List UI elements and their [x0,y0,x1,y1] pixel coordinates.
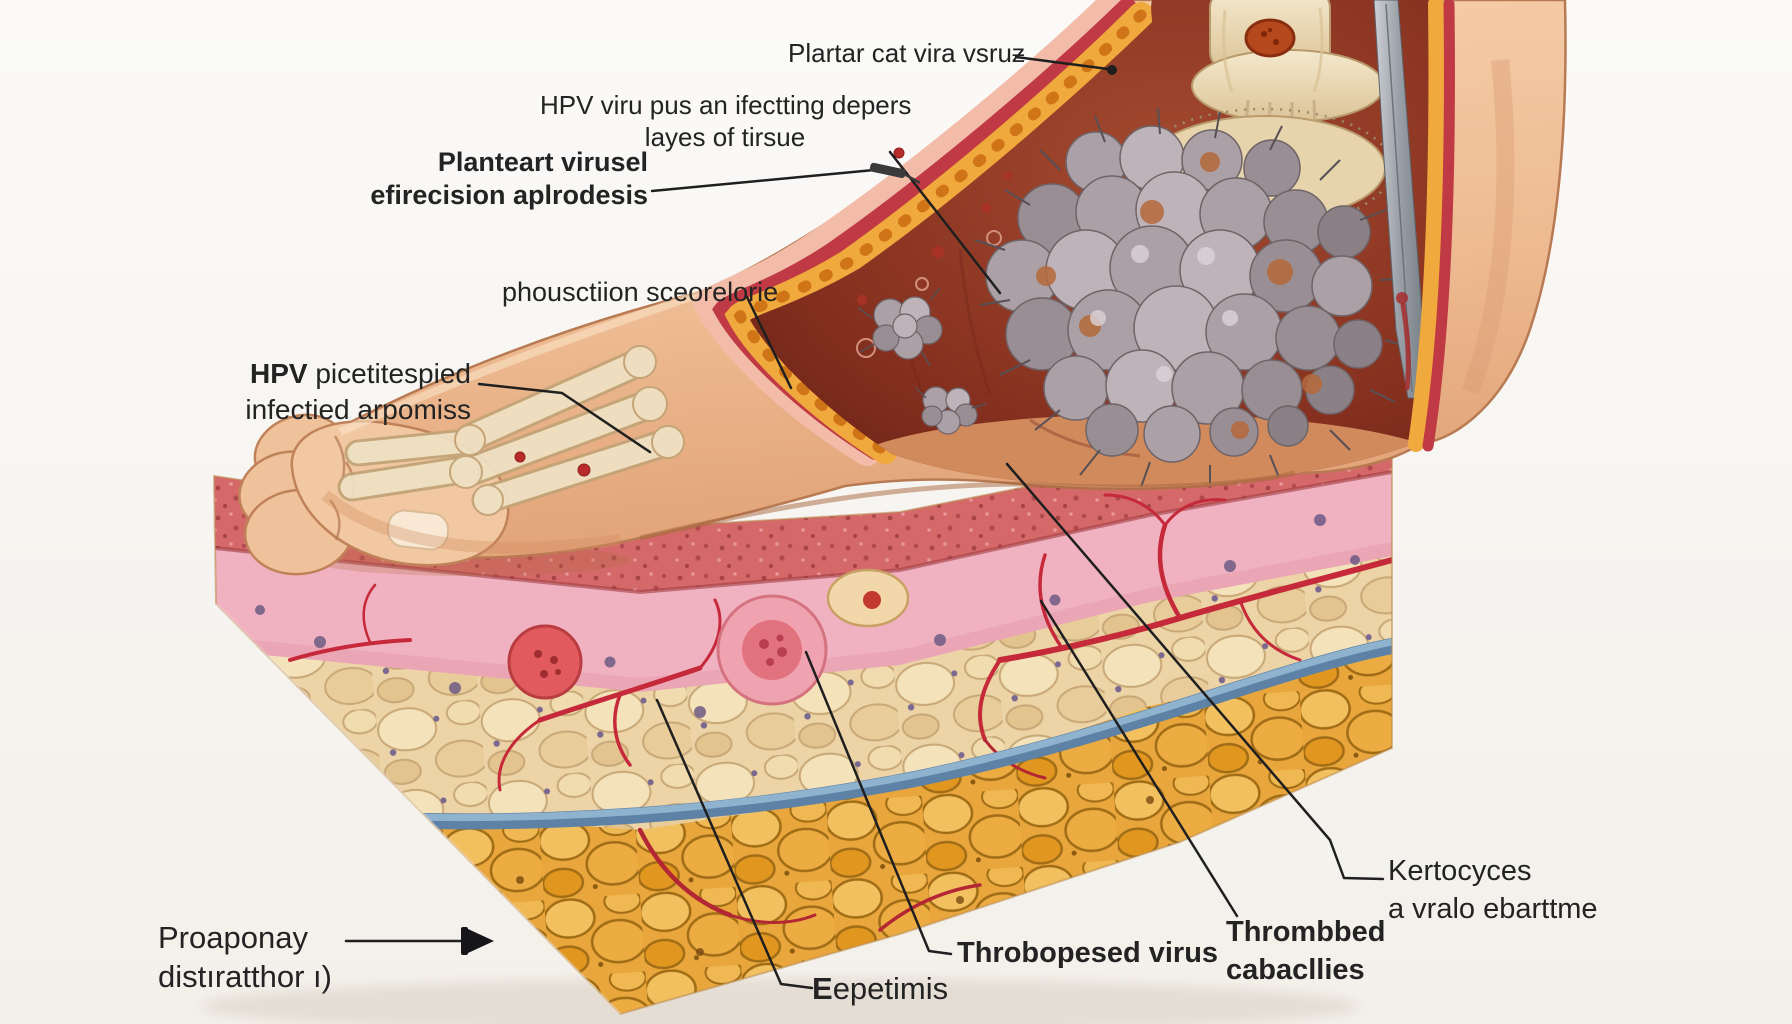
label-thrombbed-line2: cabacllies [1226,953,1365,986]
label-plantar-top: Plartar cat vira vsruƶ [788,38,1025,70]
label-hpv-deep-line2: layes of tirsue [644,121,806,152]
toenail [386,509,450,551]
leader-kertocyces [1005,462,1385,881]
leader-phousction [745,295,793,390]
arrow-right-icon [461,927,494,955]
label-hpv-infected-bold: HPV [249,358,308,389]
label-eepetimis-bold: E [812,971,833,1006]
label-plantar-top-text: Plartar cat vira vsruƶ [788,38,1025,68]
label-kertocyces: Kertocyces a vralo ebarttme [1388,853,1598,928]
label-throbopesed-text: Throbopesed virus [957,937,1219,969]
label-hpv-deep-line1: HPV viru pus an ifectting depers [540,90,912,120]
label-hpv-deep: HPV viru pus an ifectting depers layes o… [540,90,912,153]
label-thrombbed-line1: Thrombbed [1226,916,1386,948]
label-kertocyces-line1: Kertocyces [1388,855,1532,887]
leader-eepetimis [655,698,814,990]
label-proaponay-line1: Proaponay [158,920,308,955]
label-proaponay: Proaponay distıratthor ı) [158,918,332,996]
cutaway-section [639,0,1455,541]
label-proaponay-line2: distıratthor ı) [158,959,332,995]
label-phousction: phousctiion sceorelorie [502,276,778,309]
label-phousction-text: phousctiion sceorelorie [502,277,779,307]
blood-vessels [288,493,1392,932]
label-hpv-infected: HPV picetitespied infectied arpomiss [205,356,471,428]
cell-nuclei [255,514,1360,718]
follicle-structure [507,568,910,706]
small-wart-cluster [872,296,978,435]
leader-throbopesed [804,650,953,956]
label-hpv-infected-rest: picetitespied [307,358,471,389]
leader-lines [344,55,1385,990]
leader-thrombbed [1039,599,1239,918]
label-thrombbed: Thrombbed cabacllies [1226,914,1386,989]
label-hpv-infected-line2: infectied arpomiss [245,393,471,425]
foot-bones [337,345,685,516]
leader-plantar-top [1014,55,1110,71]
label-plantar-viral-line1: Planteart virusel [437,147,648,177]
label-eepetimis-rest: epetimis [832,971,949,1006]
wart-cluster [985,125,1383,463]
leader-hpv-infected [477,382,652,454]
bone-lesion [1244,18,1296,58]
label-eepetimis: Eepetimis [812,970,948,1008]
label-plantar-viral-line2: efirecision aplrodesis [370,179,648,210]
label-plantar-viral: Planteart virusel efirecision aplrodesis [330,146,648,212]
label-throbopesed: Throbopesed virus [957,936,1218,971]
leader-plantar-viral [650,168,876,193]
label-kertocyces-line2: a vralo ebarttme [1388,892,1598,925]
probe-marker-icon [869,162,921,184]
